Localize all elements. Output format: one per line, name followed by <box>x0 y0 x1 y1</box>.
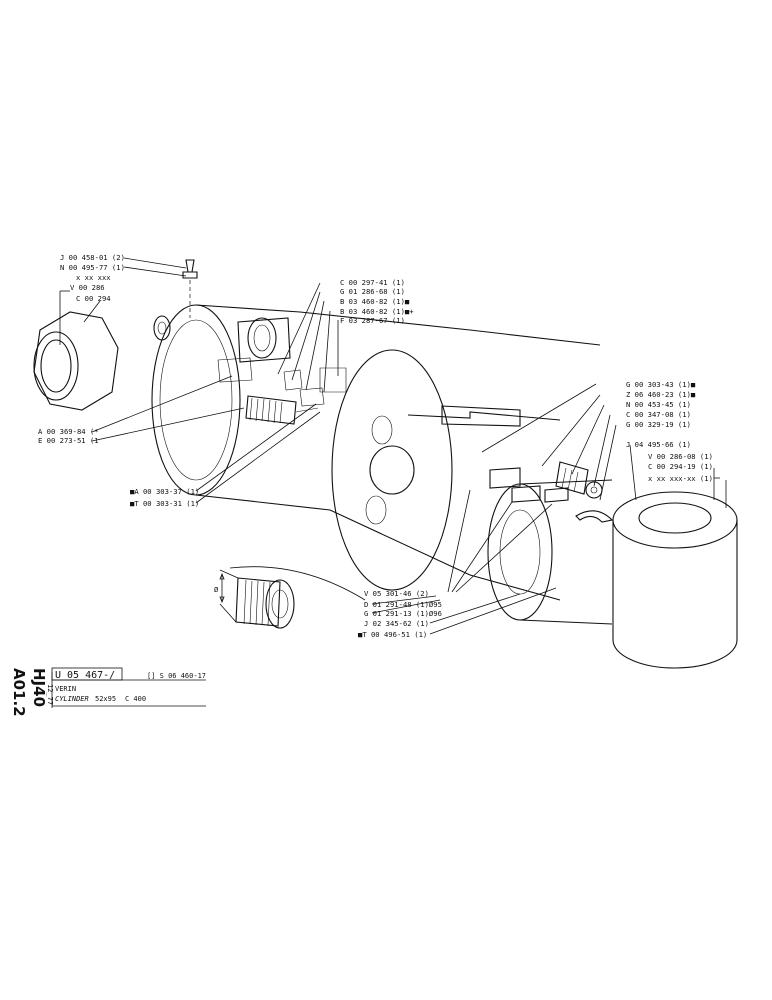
callout-label: C 00 294 <box>76 294 111 303</box>
title-block: HJ40 A01.2 U 05 467-/ [] S 06 460-17 12_… <box>10 667 206 717</box>
callout-label: B 03 460-82 (1)■+ <box>340 307 414 316</box>
name-fr: VERIN <box>55 685 76 693</box>
callout-label: C 00 347-08 (1) <box>626 410 691 419</box>
callout-label: G 00 303-43 (1)■ <box>626 380 696 389</box>
grease-nipple <box>182 259 198 318</box>
end-bush <box>612 491 738 669</box>
callout-label: x xx xxx <box>76 273 111 282</box>
cylinder-body <box>151 304 601 601</box>
callout-label: B 03 460-82 (1)■ <box>340 297 410 306</box>
callout-label: C 00 294-19 (1) <box>648 462 713 471</box>
callout-label: N 00 495-77 (1) <box>60 263 125 272</box>
callouts-bottom: V 05 301-46 (2) D 01 291-48 (1)Ø95 G 01 … <box>358 589 442 639</box>
callout-label: x xx xxx-xx (1) <box>648 474 713 483</box>
callout-label: V 00 286-08 (1) <box>648 452 713 461</box>
diameter-symbol: Ø <box>214 585 219 594</box>
callout-label: F 03 287-67 (1) <box>340 316 405 325</box>
date: 12_77 <box>46 684 54 705</box>
callout-label: E 00 273-51 (1 <box>38 436 99 445</box>
callout-label: J 04 495-66 (1) <box>626 440 691 449</box>
part-number: U 05 467-/ <box>55 670 115 681</box>
callout-label: G 01 291-13 (1)Ø96 <box>364 609 442 618</box>
leader-lines <box>59 257 727 635</box>
callout-label: G 00 329-19 (1) <box>626 420 691 429</box>
callout-label: ■A 00 303-37 (1) <box>130 487 199 496</box>
gland-nut <box>33 311 119 411</box>
callout-label: D 01 291-48 (1)Ø95 <box>364 600 442 609</box>
name-en: CYLINDER <box>55 695 89 703</box>
model: C 400 <box>125 695 146 703</box>
dimension: 52x95 <box>95 695 116 703</box>
page-ref-line1: HJ40 <box>30 668 48 707</box>
callout-label: V 05 301-46 (2) <box>364 589 429 598</box>
callout-label: C 00 297-41 (1) <box>340 278 405 287</box>
callout-label: Z 06 460-23 (1)■ <box>626 390 696 399</box>
callout-label: A 00 369-84 (* <box>38 427 99 436</box>
alt-ref: [] S 06 460-17 <box>147 672 206 680</box>
piston-assembly <box>331 349 614 625</box>
callout-label: ■T 00 496-51 (1) <box>358 630 427 639</box>
callout-label: G 01 286-68 (1) <box>340 287 405 296</box>
callouts-right: G 00 303-43 (1)■ Z 06 460-23 (1)■ N 00 4… <box>626 380 713 483</box>
callout-label: ■T 00 303-31 (1) <box>130 499 199 508</box>
page-ref-line2: A01.2 <box>10 668 28 717</box>
callouts-left: J 00 458-01 (2) N 00 495-77 (1) x xx xxx… <box>38 253 199 508</box>
part-geometry <box>33 259 738 669</box>
callout-label: J 02 345-62 (1) <box>364 619 429 628</box>
detail-bush <box>219 566 366 629</box>
callout-label: J 00 458-01 (2) <box>60 253 125 262</box>
callouts-top: C 00 297-41 (1) G 01 286-68 (1) B 03 460… <box>340 278 414 325</box>
callout-label: V 00 286 <box>70 283 105 292</box>
callout-label: N 00 453-45 (1) <box>626 400 691 409</box>
